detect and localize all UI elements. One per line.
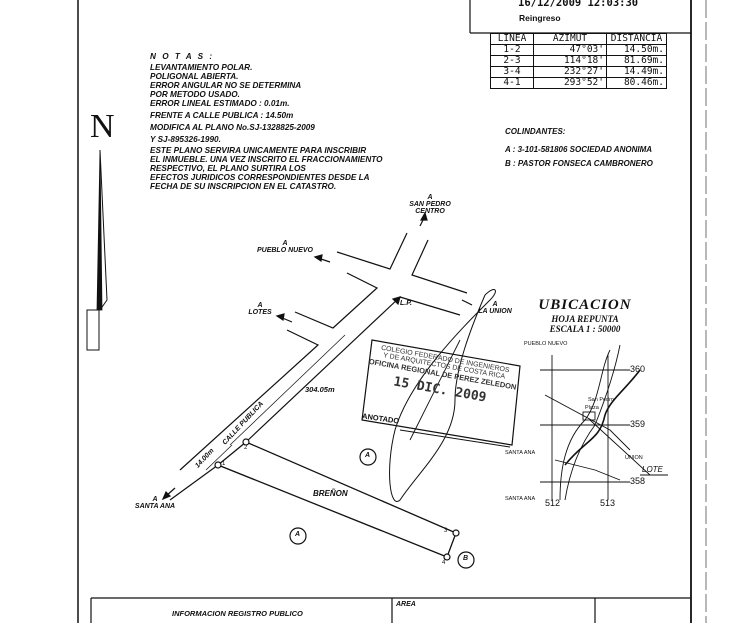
- cell: 81.69m.: [606, 55, 667, 67]
- ubi-santa-ana-2: SANTA ANA: [505, 496, 536, 502]
- col-linea: LINEA: [490, 33, 534, 45]
- cell: 14.49m.: [606, 66, 667, 78]
- notes-title: N O T A S :: [150, 52, 215, 61]
- neighbor-a-marker: A: [295, 531, 301, 538]
- cell: 2-3: [490, 55, 534, 67]
- col-azimut: AZIMUT: [533, 33, 607, 45]
- footer-registro: INFORMACION REGISTRO PUBLICO: [172, 609, 303, 618]
- label-304m: 304.05m: [305, 385, 335, 394]
- note-line: FRENTE A CALLE PUBLICA : 14.50m: [150, 111, 294, 120]
- note-line: RESPECTIVO, EL PLANO SURTIRA LOS: [150, 164, 306, 173]
- north-label: N: [90, 108, 115, 145]
- ubicacion-header: UBICACION HOJA REPUNTA ESCALA 1 : 50000: [538, 297, 632, 334]
- cell: 80.46m.: [606, 77, 667, 89]
- ubi-pueblo-nuevo: PUEBLO NUEVO: [524, 341, 568, 347]
- header-note: Reingreso: [519, 13, 561, 23]
- ubi-san-pedro: San Pedro: [588, 397, 614, 403]
- col-distancia: DISTANCIA: [606, 33, 667, 45]
- ubi-plaza: Plaza: [585, 405, 599, 411]
- neighbor-a-marker: A: [365, 452, 371, 459]
- note-line: POLIGONAL ABIERTA.: [150, 72, 239, 81]
- note-line: ERROR LINEAL ESTIMADO : 0.01m.: [150, 99, 290, 108]
- note-line: EFECTOS JURIDICOS CORRESPONDIENTES DESDE…: [150, 173, 370, 182]
- note-line: MODIFICA AL PLANO No.SJ-1328825-2009: [150, 123, 315, 132]
- label-lp: L.P.: [400, 300, 412, 307]
- ubi-santa-ana: SANTA ANA: [505, 450, 536, 456]
- note-line: POR METODO USADO.: [150, 90, 240, 99]
- grid-513: 513: [600, 498, 616, 508]
- cell: 293°52': [533, 77, 607, 89]
- cell: 4-1: [490, 77, 534, 89]
- note-line: FECHA DE SU INSCRIPCION EN EL CATASTRO.: [150, 182, 337, 191]
- note-line: EL INMUEBLE. UNA VEZ INSCRITO EL FRACCIO…: [150, 155, 383, 164]
- cell: 1-2: [490, 44, 534, 56]
- point-4: 4: [442, 560, 446, 566]
- cell: 3-4: [490, 66, 534, 78]
- cell: 114°18': [533, 55, 607, 67]
- note-line: ESTE PLANO SERVIRA UNICAMENTE PARA INSCR…: [150, 146, 367, 155]
- ubi-union: UNION: [625, 455, 643, 461]
- notes-block: N O T A S : LEVANTAMIENTO POLAR. POLIGON…: [150, 52, 382, 191]
- point-1: 1: [222, 461, 226, 467]
- table-header-row: LINEA AZIMUT DISTANCIA: [490, 33, 667, 45]
- grid-358: 358: [630, 476, 646, 486]
- grid-360: 360: [630, 364, 646, 374]
- colindantes-title: COLINDANTES:: [505, 127, 566, 136]
- note-line: LEVANTAMIENTO POLAR.: [150, 63, 253, 72]
- cell: 232°27': [533, 66, 607, 78]
- footer-area: AREA: [396, 601, 416, 608]
- cell: 47°03': [533, 44, 607, 56]
- header-datetime: 16/12/2009 12:03:30: [518, 0, 639, 9]
- cell: 14.50m.: [606, 44, 667, 56]
- colindante-b: B : PASTOR FONSECA CAMBRONERO: [505, 159, 653, 168]
- colindante-a: A : 3-101-581806 SOCIEDAD ANONIMA: [505, 145, 653, 154]
- note-line: ERROR ANGULAR NO SE DETERMINA: [150, 81, 302, 90]
- note-line: Y SJ-895326-1990.: [150, 135, 221, 144]
- grid-512: 512: [545, 498, 561, 508]
- grid-359: 359: [630, 419, 646, 429]
- point-3: 3: [444, 528, 448, 534]
- neighbor-b-marker: B: [463, 555, 469, 562]
- point-2: 2: [244, 445, 248, 451]
- label-brenon: BREÑON: [313, 489, 348, 498]
- ubi-lote: LOTE: [642, 465, 663, 474]
